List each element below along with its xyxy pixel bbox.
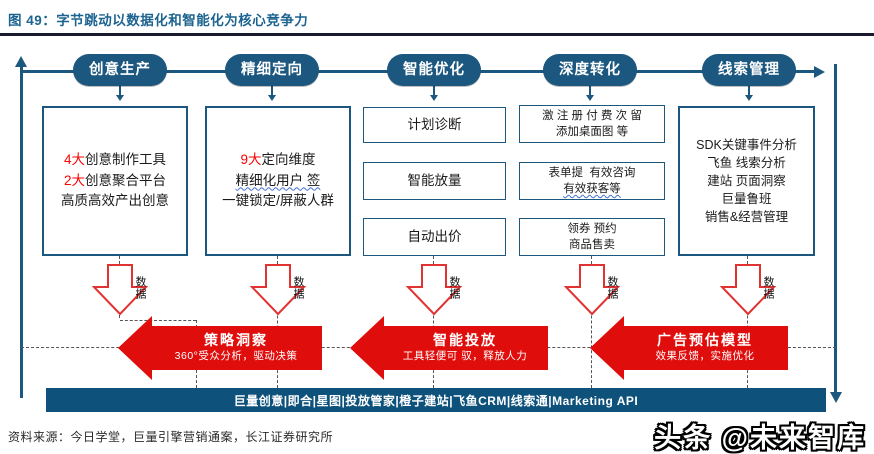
box-line: 4大创意制作工具	[64, 150, 166, 171]
connector-line	[589, 86, 591, 95]
arrow-up-icon	[15, 56, 27, 67]
connector-line	[748, 86, 750, 95]
arrow-subtitle: 360°受众分析，驱动决策	[174, 350, 298, 363]
arrow-right-icon	[814, 65, 825, 78]
dashed-guide	[277, 256, 278, 388]
box-text: 飞鱼 线索分析	[707, 155, 786, 170]
stage-pill-optimize: 智能优化	[387, 54, 481, 86]
highlight-number: 2大	[63, 172, 85, 188]
box-text: 建站 页面洞察	[707, 173, 786, 188]
box-text: 表单提 有效咨询	[548, 166, 636, 179]
watermark: 头条 @未来智库	[654, 423, 866, 453]
box-text: 领券 预约	[567, 222, 617, 235]
dashed-guide	[591, 256, 592, 388]
data-down-arrow: 数据	[719, 264, 777, 316]
title-divider	[0, 33, 874, 36]
dashed-guide	[747, 256, 748, 388]
box-text: 创意聚合平台	[85, 172, 166, 188]
loop-line-left	[20, 66, 23, 398]
box-line: 一键锁定/屏蔽人群	[222, 193, 334, 209]
box-text: 有效获客等	[563, 183, 621, 195]
box-text: 创意制作工具	[85, 151, 166, 167]
product-suite-bar: 巨量创意|即合|星图|投放管家|橙子建站|飞鱼CRM|线索通|Marketing…	[46, 388, 826, 412]
leads-box: SDK关键事件分析 飞鱼 线索分析 建站 页面洞察 巨量鲁班 销售&经营管理	[678, 106, 815, 256]
arrow-title: 广告预估模型	[657, 332, 753, 349]
box-text: 添加桌面图 等	[555, 126, 629, 138]
box-text: 定向维度	[261, 151, 316, 167]
box-line: 2大创意聚合平台	[64, 171, 166, 192]
arrow-down-icon	[829, 392, 842, 403]
highlight-number: 4大	[63, 151, 85, 167]
data-label: 数据	[762, 276, 774, 300]
arrow-down-icon	[430, 95, 438, 101]
box-text: 自动出价	[407, 228, 462, 244]
data-label: 数据	[292, 276, 304, 300]
dashed-guide	[433, 256, 434, 388]
data-down-arrow: 数据	[249, 264, 307, 316]
arrow-subtitle: 效果反馈，实施优化	[655, 350, 755, 363]
arrow-down-icon	[268, 95, 276, 101]
data-label: 数据	[134, 276, 146, 300]
data-down-arrow: 数据	[563, 264, 621, 316]
box-text: SDK关键事件分析	[696, 137, 797, 152]
figure-title: 图 49：字节跳动以数据化和智能化为核心竞争力	[8, 13, 309, 28]
box-text: 激 注 册 付 费 次 留	[542, 109, 642, 122]
conversion-box-1: 激 注 册 付 费 次 留 添加桌面图 等	[519, 105, 665, 143]
box-text: 智能放量	[407, 172, 462, 188]
arrow-text: 策略洞察 360°受众分析，驱动决策	[152, 326, 320, 370]
arrow-down-icon	[586, 95, 594, 101]
optimize-box-3: 自动出价	[363, 218, 506, 256]
smart-delivery-arrow: 智能投放 工具轻便可 驭，释放人力	[350, 316, 548, 380]
box-text: 销售&经营管理	[704, 210, 789, 225]
arrow-title: 策略洞察	[204, 332, 268, 349]
optimize-box-1: 计划诊断	[363, 107, 506, 143]
connector-line	[119, 86, 121, 95]
arrow-down-icon	[116, 95, 124, 101]
stage-pill-targeting: 精细定向	[225, 54, 319, 86]
data-label: 数据	[606, 276, 618, 300]
arrow-title: 智能投放	[433, 332, 497, 349]
strategy-insight-arrow: 策略洞察 360°受众分析，驱动决策	[118, 316, 322, 380]
optimize-box-2: 智能放量	[363, 162, 506, 200]
conversion-box-3: 领券 预约 商品售卖	[519, 218, 665, 256]
connector-line	[433, 86, 435, 95]
arrow-text: 智能投放 工具轻便可 驭，释放人力	[384, 326, 546, 370]
data-down-arrow: 数据	[405, 264, 463, 316]
connector-line	[271, 86, 273, 95]
highlight-number: 9大	[240, 151, 262, 167]
box-line: 高质高效产出创意	[61, 193, 169, 209]
stage-pill-leads: 线索管理	[702, 54, 796, 86]
arrow-text: 广告预估模型 效果反馈，实施优化	[624, 326, 786, 370]
stage-pill-conversion: 深度转化	[543, 54, 637, 86]
box-line: 精细化用户 签	[235, 172, 321, 188]
source-note: 资料来源：今日学堂，巨量引擎营销通案，长江证券研究所	[8, 430, 334, 444]
stage-pill-creative: 创意生产	[73, 54, 167, 86]
box-text: 巨量鲁班	[721, 192, 772, 207]
box-text: 计划诊断	[407, 116, 462, 132]
box-text: 商品售卖	[569, 239, 615, 251]
arrow-subtitle: 工具轻便可 驭，释放人力	[402, 350, 528, 363]
arrow-down-icon	[745, 95, 753, 101]
targeting-box: 9大定向维度 精细化用户 签 一键锁定/屏蔽人群	[205, 106, 351, 256]
conversion-box-2: 表单提 有效咨询 有效获客等	[519, 162, 665, 200]
data-label: 数据	[448, 276, 460, 300]
creative-box: 4大创意制作工具 2大创意聚合平台 高质高效产出创意	[42, 106, 188, 256]
loop-line-right	[834, 64, 837, 392]
box-line: 9大定向维度	[240, 150, 315, 171]
dashed-guide	[120, 320, 196, 321]
data-down-arrow: 数据	[91, 264, 149, 316]
ad-prediction-arrow: 广告预估模型 效果反馈，实施优化	[590, 316, 788, 380]
